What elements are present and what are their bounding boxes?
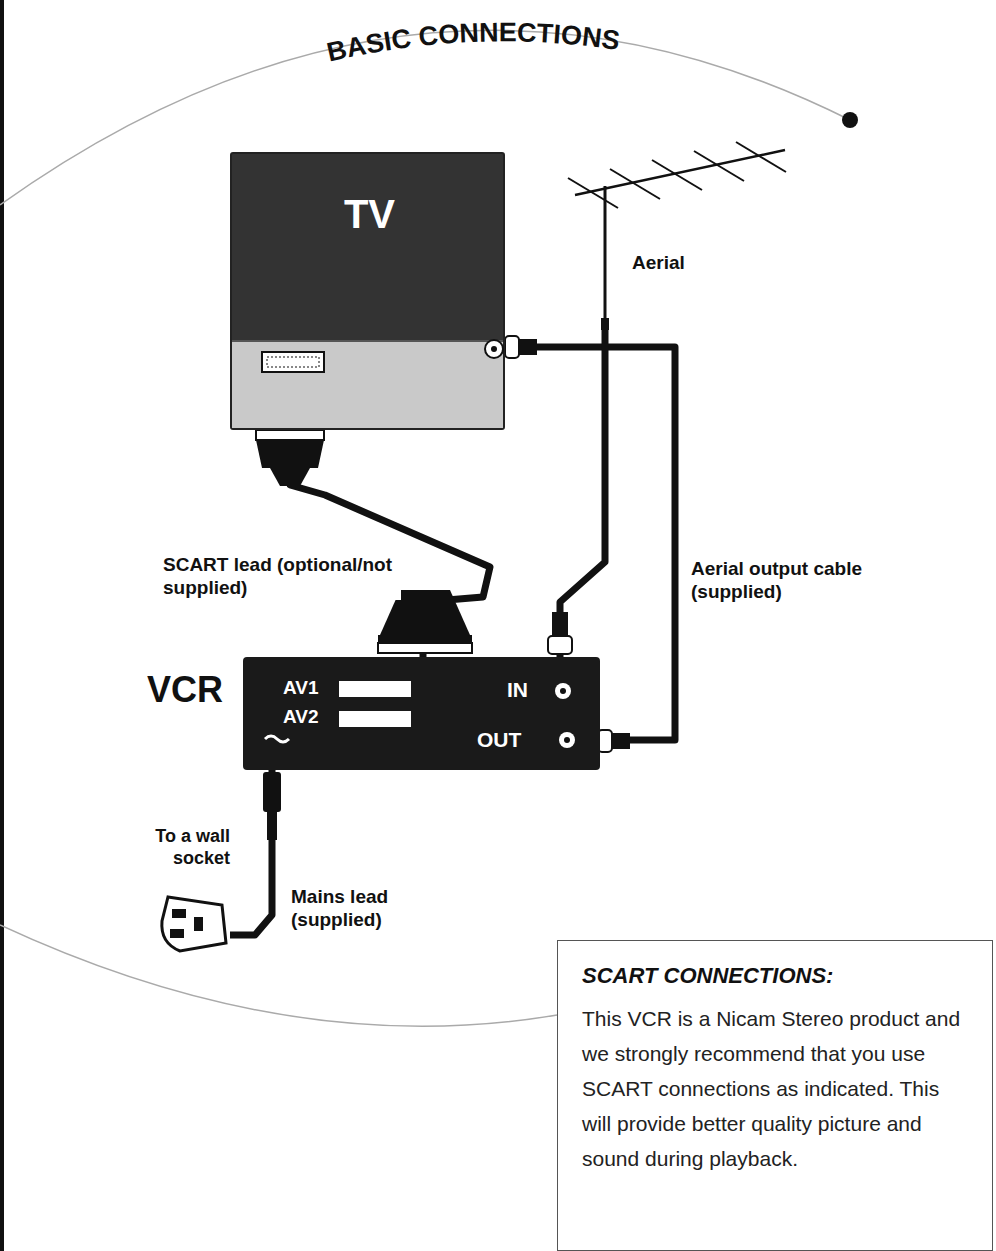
diagram-title: BASIC CONNECTIONS [324, 17, 622, 67]
device-name: VCR [103, 669, 223, 711]
cable [290, 430, 490, 657]
socket-label: AV2 [283, 706, 319, 728]
aerial-plug [598, 730, 630, 752]
cable [560, 330, 605, 657]
device-name: TV [232, 192, 507, 237]
cable-label: Mains lead (supplied) [288, 884, 414, 932]
part-label: Aerial [630, 252, 687, 274]
note-box: SCART CONNECTIONS: This VCR is a Nicam St… [557, 940, 993, 1251]
frame-arc [0, 925, 557, 1026]
note-heading: SCART CONNECTIONS: [582, 963, 968, 989]
wall-plug: To a wall socket [130, 825, 230, 955]
vcr-unit: VCRAV1AV2INOUT [243, 657, 600, 770]
mains-connector [263, 772, 281, 840]
socket-label: OUT [477, 728, 521, 752]
page-bar [0, 0, 4, 1251]
tv-set: TV [230, 152, 505, 430]
part-label: To a wall socket [130, 825, 230, 869]
scart-plug [256, 430, 324, 486]
title-layer: BASIC CONNECTIONS [0, 0, 996, 140]
aerial-plug [505, 336, 537, 358]
aerial-plug [548, 612, 572, 654]
note-body: This VCR is a Nicam Stereo product and w… [582, 1001, 968, 1176]
title-text: BASIC CONNECTIONS [324, 17, 622, 67]
cable-label: Aerial output cable (supplied) [688, 556, 899, 604]
aerial-symbol [560, 140, 800, 330]
socket-label: AV1 [283, 677, 319, 699]
arc-dot [842, 112, 858, 128]
aerial: Aerial [560, 140, 800, 330]
cable-label: SCART lead (optional/not supplied) [160, 552, 401, 600]
socket-label: IN [507, 678, 528, 702]
